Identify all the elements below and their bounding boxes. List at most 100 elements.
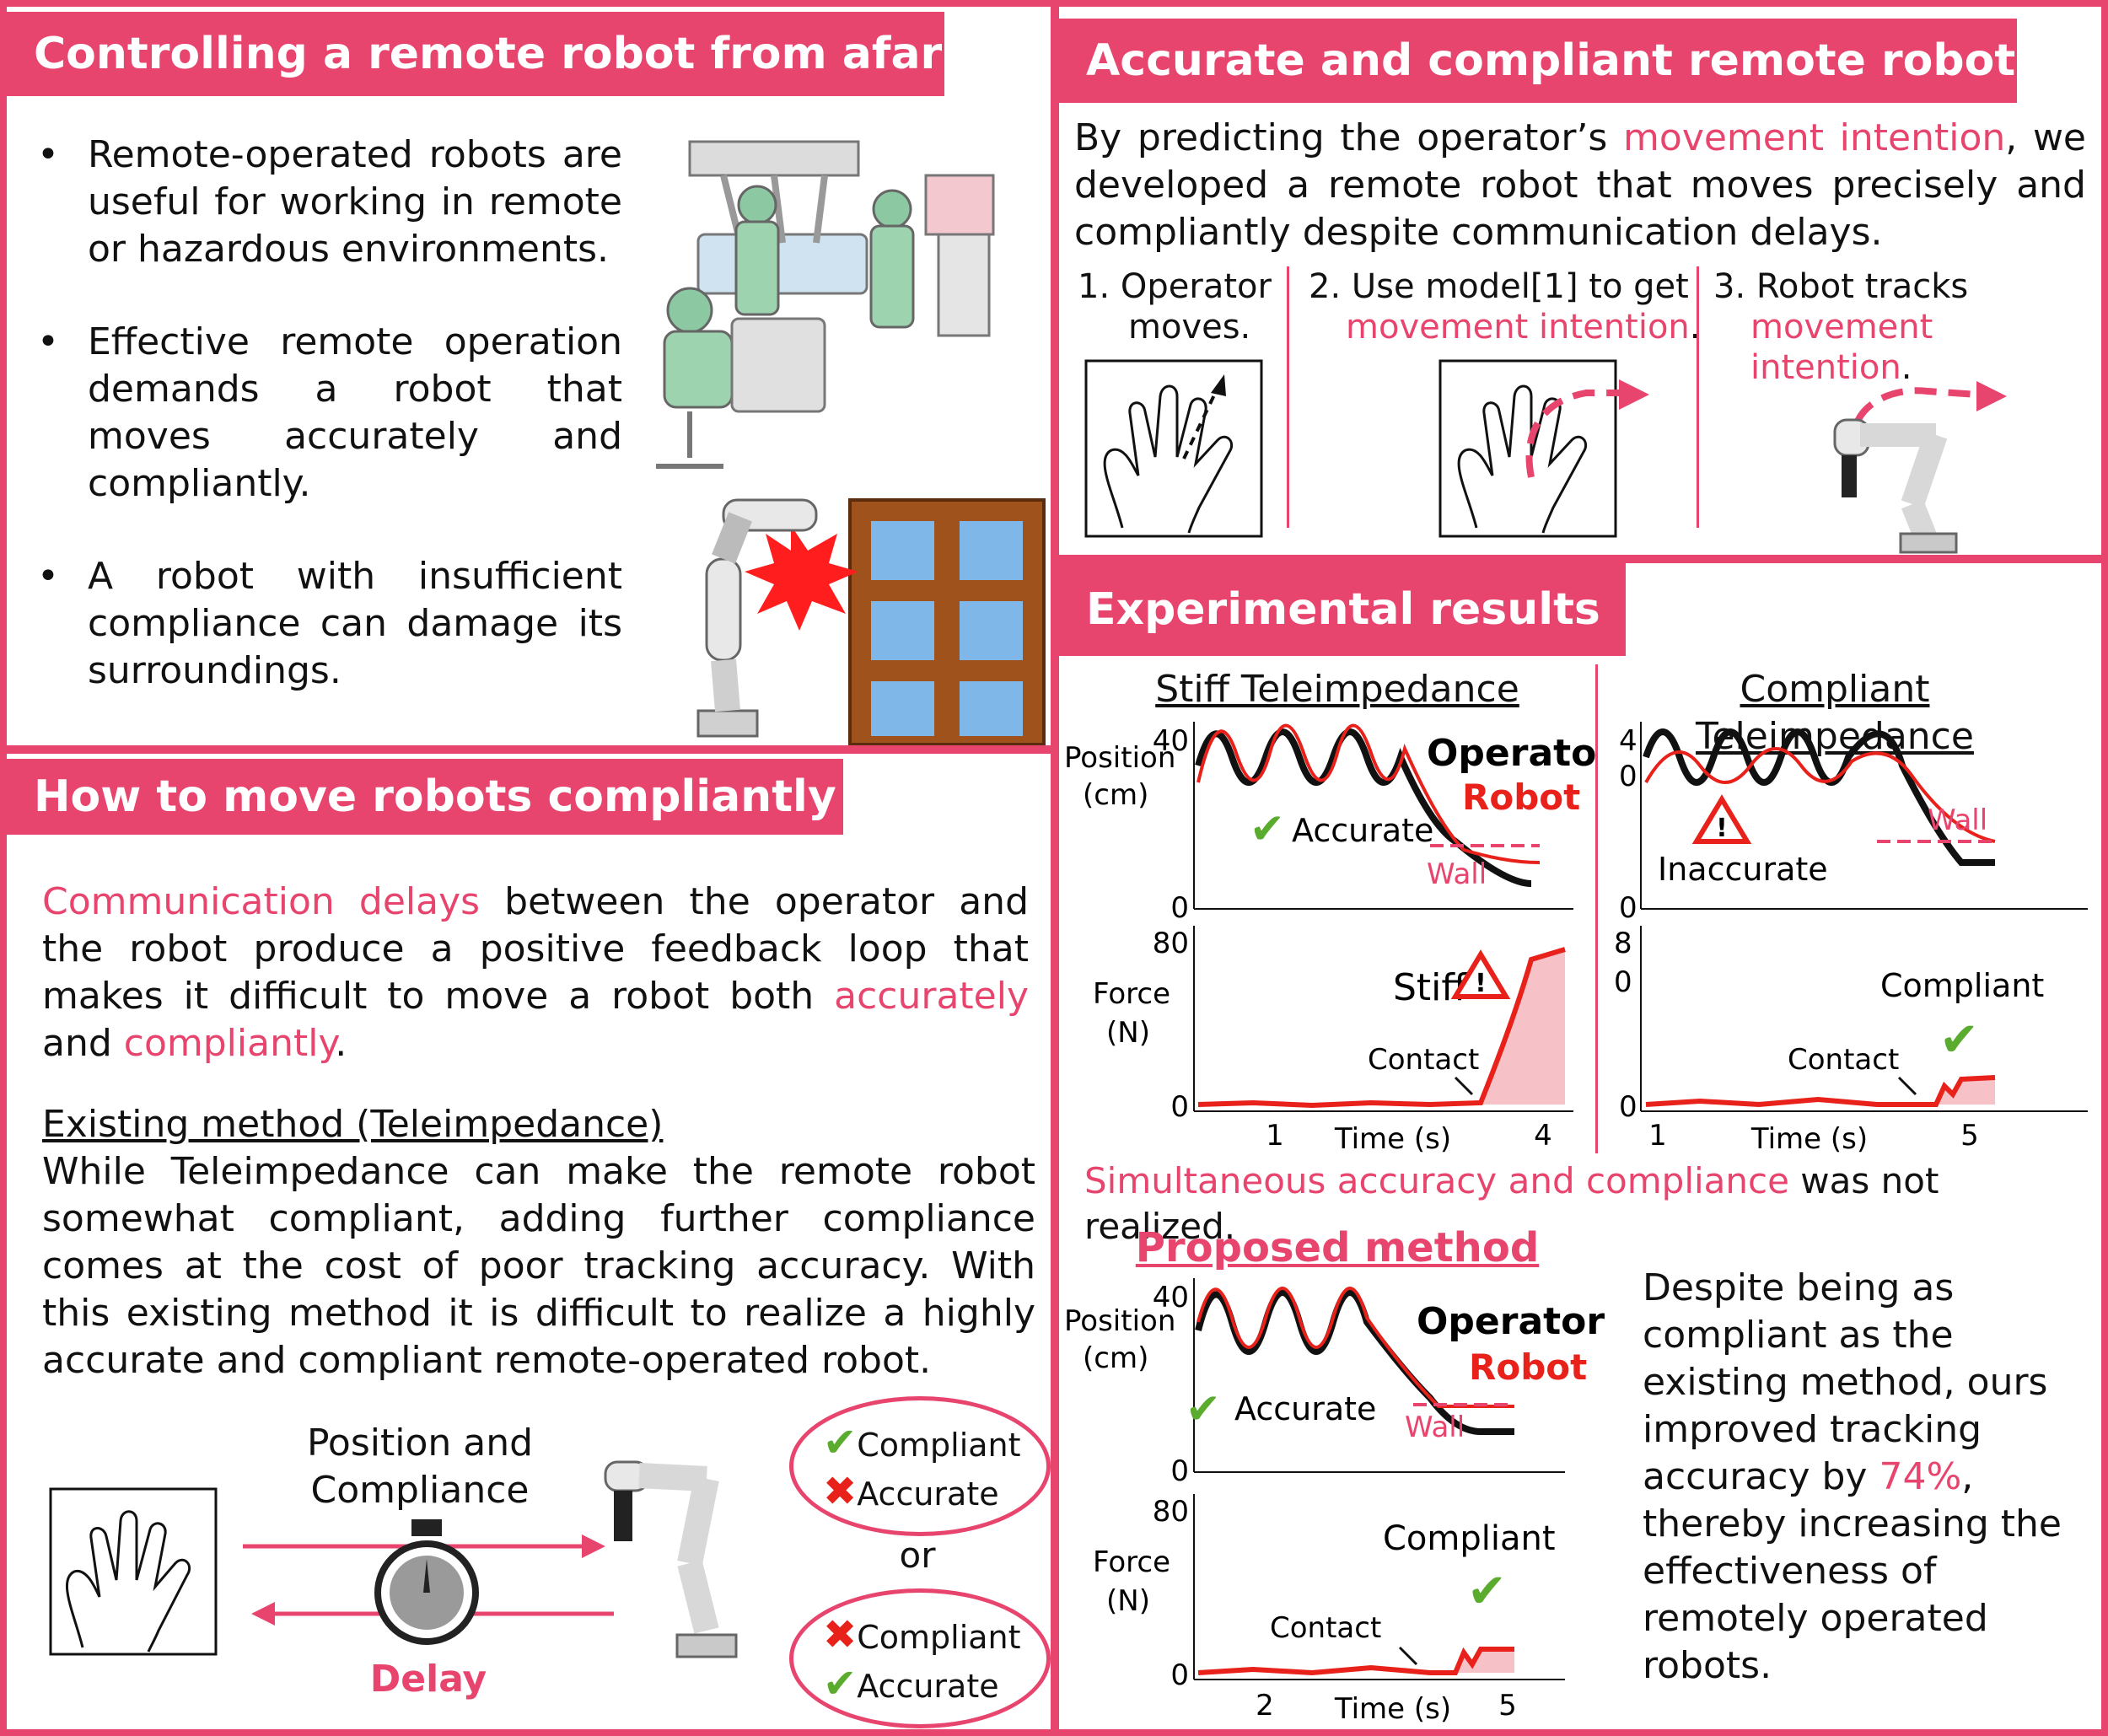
cross-icon: ✖ bbox=[823, 1611, 858, 1658]
panel-results: Experimental results Stiff Teleimpedance… bbox=[1059, 563, 2101, 1729]
bullet-list: Remote-operated robots are useful for wo… bbox=[32, 132, 622, 740]
wall-label: Wall bbox=[1928, 804, 1987, 837]
robot-tracking-illustration bbox=[1833, 381, 2007, 554]
y-axis-unit: (cm) bbox=[1083, 1341, 1148, 1375]
step-number: 3. bbox=[1713, 267, 1746, 306]
tick-label: 0 bbox=[1614, 965, 1632, 999]
panel-how-to: How to move robots compliantly Communica… bbox=[7, 754, 1051, 1729]
contact-arrow bbox=[1454, 1076, 1474, 1096]
body-text: By predicting the operator’s bbox=[1074, 116, 1624, 159]
option-oval-2 bbox=[789, 1588, 1051, 1728]
bullet-item: Effective remote operation demands a rob… bbox=[32, 319, 622, 508]
tick-label: 8 bbox=[1614, 927, 1632, 960]
step-number: 1. bbox=[1078, 267, 1110, 306]
hand-box-icon bbox=[49, 1487, 218, 1656]
contact-label: Contact bbox=[1368, 1043, 1479, 1077]
highlight-text: movement intention bbox=[1750, 308, 1933, 387]
highlight-text: Simultaneous accuracy and compliance bbox=[1084, 1160, 1789, 1201]
x-axis-label: Time (s) bbox=[1334, 1122, 1451, 1153]
operator-label: Operator bbox=[1417, 1300, 1605, 1343]
force-line bbox=[1197, 947, 1566, 1109]
step-2: 2. Use model[1] to get movement intentio… bbox=[1309, 266, 1701, 347]
check-icon: ✔ bbox=[1467, 1564, 1507, 1619]
force-line bbox=[1197, 1647, 1514, 1676]
tick-label: 40 bbox=[1153, 1281, 1189, 1314]
check-icon: ✔ bbox=[1939, 1013, 1979, 1067]
existing-method-text: While Teleimpedance can make the remote … bbox=[42, 1150, 1035, 1382]
tick-label: 4 bbox=[1534, 1119, 1552, 1153]
contact-arrow bbox=[1897, 1076, 1917, 1096]
tick-label: 1 bbox=[1266, 1119, 1284, 1153]
hand-intention-icon bbox=[1438, 359, 1649, 538]
x-axis-label: Time (s) bbox=[1334, 1692, 1451, 1726]
y-axis-unit: (N) bbox=[1106, 1584, 1150, 1618]
y-axis-label: Force bbox=[1093, 1545, 1170, 1579]
signal-label: Position and Compliance bbox=[277, 1420, 563, 1514]
option-1-compliant: ✔Compliant bbox=[823, 1422, 1021, 1466]
step-text: Operator bbox=[1120, 267, 1272, 306]
option-2-accurate: ✔Accurate bbox=[823, 1663, 999, 1707]
body-text: Despite being as compliant as the existi… bbox=[1643, 1266, 2048, 1498]
warning-icon bbox=[1691, 794, 1752, 844]
contact-label: Contact bbox=[1788, 1043, 1899, 1077]
tick-label: 80 bbox=[1153, 927, 1189, 960]
panel-accurate-robot: Accurate and compliant remote robot By p… bbox=[1059, 7, 2101, 555]
highlight-text: accurately bbox=[834, 975, 1029, 1018]
tick-label: 5 bbox=[1498, 1689, 1517, 1723]
option-2-compliant: ✖Compliant bbox=[823, 1614, 1021, 1658]
body-text: , we developed a remote robot that moves… bbox=[1074, 116, 2086, 254]
proposed-title: Proposed method bbox=[1135, 1224, 1540, 1271]
tick-label: 0 bbox=[1619, 1090, 1637, 1124]
option-oval-1 bbox=[789, 1396, 1051, 1536]
stiff-label: Stiff bbox=[1393, 966, 1468, 1009]
chart-divider bbox=[1595, 664, 1598, 1153]
check-icon: ✔ bbox=[1250, 804, 1285, 853]
y-axis-label: Position bbox=[1064, 1304, 1175, 1338]
panel-title: Experimental results bbox=[1059, 563, 1626, 656]
tick-label: 2 bbox=[1256, 1689, 1274, 1723]
robot-door-illustration bbox=[696, 498, 1046, 745]
wall-label: Wall bbox=[1427, 857, 1487, 891]
step-text: Use model[1] to get bbox=[1351, 267, 1689, 306]
accurate-intro: By predicting the operator’s movement in… bbox=[1074, 115, 2086, 256]
body-text: . bbox=[335, 1022, 347, 1065]
highlight-text: movement intention bbox=[1623, 116, 2006, 159]
accurate-label: Accurate bbox=[1292, 812, 1433, 849]
force-area bbox=[1481, 949, 1565, 1104]
warning-icon-mark: ! bbox=[1475, 969, 1487, 998]
step-text: moves. bbox=[1128, 308, 1251, 347]
panel-title: How to move robots compliantly bbox=[7, 759, 843, 835]
inaccurate-label: Inaccurate bbox=[1658, 851, 1828, 888]
y-axis-label: Force bbox=[1093, 977, 1170, 1011]
delay-label: Delay bbox=[369, 1658, 487, 1701]
step-number: 2. bbox=[1309, 267, 1342, 306]
tick-label: 0 bbox=[1170, 1454, 1189, 1488]
check-icon: ✔ bbox=[823, 1419, 858, 1466]
summary-text: Despite being as compliant as the existi… bbox=[1643, 1265, 2081, 1690]
tick-label: 0 bbox=[1170, 1658, 1189, 1692]
step-text: Robot tracks bbox=[1756, 267, 1969, 306]
option-1-accurate: ✖Accurate bbox=[823, 1470, 999, 1515]
body-text: , thereby increasing the effectiveness o… bbox=[1643, 1455, 2062, 1687]
check-icon: ✔ bbox=[823, 1660, 858, 1707]
body-text: and bbox=[42, 1022, 124, 1065]
highlight-text: Communication delays bbox=[42, 880, 481, 923]
robot-line bbox=[1197, 723, 1541, 864]
contact-arrow bbox=[1398, 1646, 1418, 1666]
bullet-item: A robot with insufficient compliance can… bbox=[32, 553, 622, 695]
tick-label: 5 bbox=[1960, 1119, 1979, 1153]
robot-label: Robot bbox=[1469, 1346, 1587, 1388]
accurate-label: Accurate bbox=[1234, 1390, 1376, 1427]
stiff-chart: Position (cm) 40 0 Operator Robot Wall ✔… bbox=[1064, 722, 1595, 1153]
force-area bbox=[1455, 1649, 1514, 1673]
wall-label: Wall bbox=[1405, 1411, 1465, 1444]
option-label: Accurate bbox=[857, 1668, 999, 1705]
step-1: 1. Operator moves. bbox=[1078, 266, 1272, 347]
warning-icon bbox=[1450, 949, 1511, 999]
operator-line bbox=[1195, 728, 1532, 887]
tick-label: 80 bbox=[1153, 1495, 1189, 1529]
force-line bbox=[1645, 1075, 1996, 1108]
option-label: Compliant bbox=[857, 1427, 1021, 1464]
highlight-text: 74% bbox=[1879, 1455, 1962, 1498]
